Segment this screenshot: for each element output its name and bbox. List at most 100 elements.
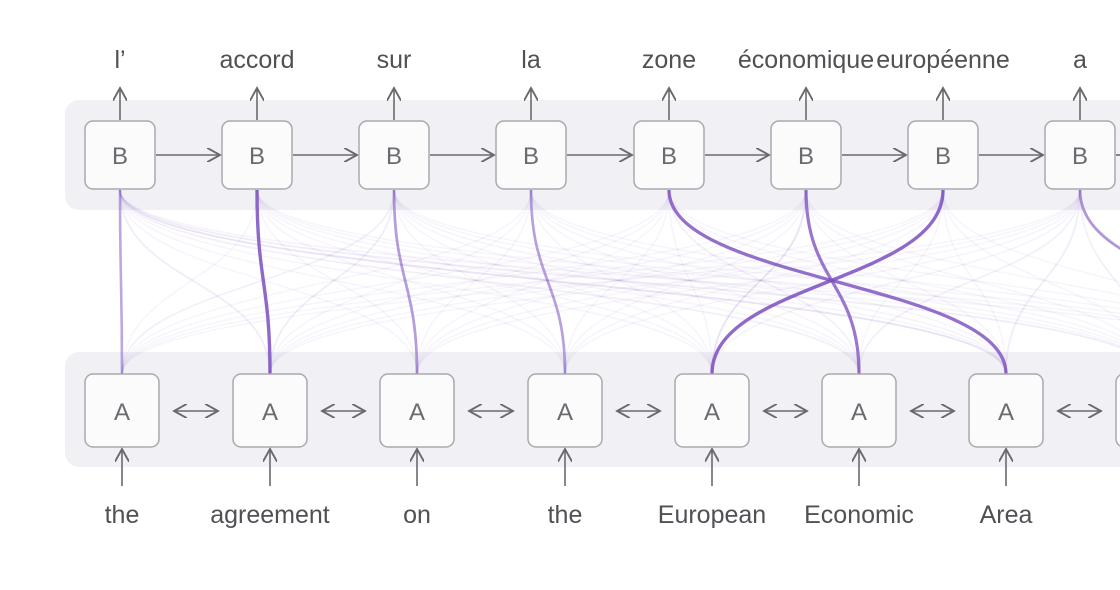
attention-line <box>667 189 1008 375</box>
output-word: l’ <box>114 46 125 74</box>
attention-line <box>416 189 1081 375</box>
attention-line <box>1079 189 1120 288</box>
attention-line <box>269 189 944 375</box>
attention-line <box>1005 189 1081 375</box>
attention-line <box>121 189 944 375</box>
decoder-cell-label: B <box>1072 143 1088 170</box>
encoder-cell-label: A <box>114 399 130 426</box>
input-word: European <box>658 501 766 529</box>
attention-line <box>256 189 418 375</box>
attention-line <box>942 189 1007 375</box>
attention-line <box>564 189 944 375</box>
decoder-row: Bl’BaccordBsurBlaBzoneBéconomiqueBeuropé… <box>84 46 1120 190</box>
encoder-cell-label: A <box>262 399 278 426</box>
output-word: accord <box>219 46 294 74</box>
attention-line <box>269 189 532 375</box>
attention-line <box>121 189 532 375</box>
attention-line <box>121 189 395 375</box>
attention-line <box>668 189 713 375</box>
encoder-cell <box>821 373 897 448</box>
output-word: économique <box>738 46 874 74</box>
attention-line <box>393 189 860 375</box>
attention-line <box>668 189 1120 338</box>
attention-line <box>256 189 1120 318</box>
encoder-cell <box>379 373 455 448</box>
attention-line <box>119 189 860 375</box>
attention-line <box>119 189 271 375</box>
attention-line <box>269 189 1081 375</box>
output-word: européenne <box>876 46 1009 74</box>
attention-line <box>393 189 1007 375</box>
encoder-cell-label: A <box>998 399 1014 426</box>
attention-line <box>393 189 1120 345</box>
attention-line <box>529 189 567 375</box>
output-word: zone <box>642 46 696 74</box>
attention-line <box>393 189 566 375</box>
output-word: sur <box>377 46 412 74</box>
attention-line <box>530 189 713 375</box>
attention-line <box>710 189 945 375</box>
attention-line <box>256 189 1120 347</box>
attention-lines <box>118 189 1120 375</box>
encoder-cell <box>232 373 308 448</box>
input-word: Economic <box>804 501 914 529</box>
encoder-cell <box>1115 374 1120 447</box>
attention-line <box>393 189 1120 315</box>
attention-line <box>269 189 395 375</box>
attention-line <box>256 189 566 375</box>
decoder-cell <box>907 120 979 190</box>
decoder-cell-label: B <box>386 143 402 170</box>
decoder-cell <box>84 120 156 190</box>
attention-line <box>119 189 418 375</box>
attention-line <box>119 189 1007 375</box>
attention-line <box>804 189 861 375</box>
attention-line <box>121 189 670 375</box>
decoder-cell-label: B <box>798 143 814 170</box>
attention-line <box>256 189 1007 375</box>
input-word: the <box>105 501 140 529</box>
attention-line <box>269 189 670 375</box>
encoder-cell-label: A <box>704 399 720 426</box>
attention-line <box>564 189 1081 375</box>
attention-line <box>119 189 566 375</box>
attention-line <box>942 189 1120 321</box>
attention-line <box>416 189 670 375</box>
attention-line <box>530 189 860 375</box>
attention-line <box>392 189 419 375</box>
encoder-row: AtheAagreementAonAtheAEuropeanAEconomicA… <box>84 373 1120 529</box>
attention-line <box>119 189 1120 349</box>
attention-line <box>255 189 272 375</box>
attention-line <box>118 189 124 375</box>
decoder-cell-label: B <box>249 143 265 170</box>
decoder-cell-label: B <box>935 143 951 170</box>
encoder-cell <box>968 373 1044 448</box>
attention-line <box>121 189 258 375</box>
encoder-cell-label: A <box>409 399 425 426</box>
attention-line <box>119 189 713 375</box>
attention-line <box>119 189 1120 321</box>
attention-line <box>805 189 1120 332</box>
decoder-cell-label: B <box>523 143 539 170</box>
decoder-cell-label: B <box>112 143 128 170</box>
decoder-cell <box>1044 120 1116 190</box>
attention-line <box>269 189 807 375</box>
attention-line <box>942 189 1120 283</box>
decoder-cell <box>770 120 842 190</box>
attention-line <box>416 189 532 375</box>
encoder-cell <box>527 373 603 448</box>
attention-line <box>805 189 1120 296</box>
attention-line <box>121 189 1081 375</box>
decoder-cell <box>495 120 567 190</box>
attention-line <box>121 189 807 375</box>
attention-line <box>530 189 1007 375</box>
attention-line <box>256 189 860 375</box>
input-word: agreement <box>210 501 330 529</box>
input-word: the <box>548 501 583 529</box>
attention-line <box>805 189 1007 375</box>
output-word: a <box>1073 46 1087 74</box>
attention-line <box>530 189 1120 310</box>
attention-line <box>416 189 944 375</box>
decoder-cell <box>358 120 430 190</box>
attention-line <box>711 189 1081 375</box>
